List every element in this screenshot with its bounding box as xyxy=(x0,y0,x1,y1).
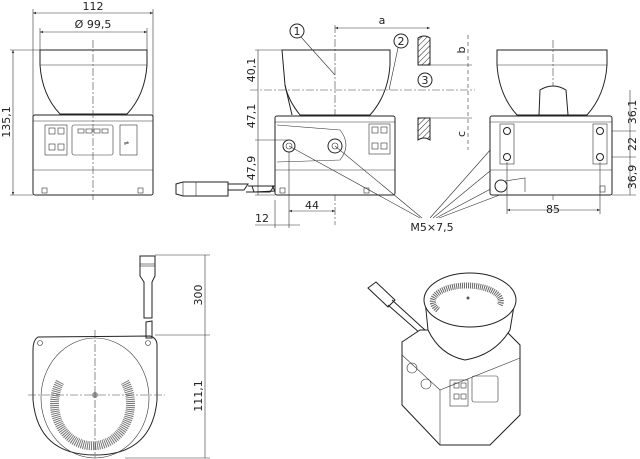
callout-2: 2 xyxy=(388,33,409,91)
dim-upper-label: 40,1 xyxy=(245,58,258,83)
scan-field-marking xyxy=(50,379,135,451)
wall-section-top xyxy=(417,35,431,66)
front-view: 112 Ø 99,5 135,1 ⇌ xyxy=(0,0,276,200)
callout-1: 1 xyxy=(289,23,336,76)
thread-label: M5×7,5 xyxy=(410,221,453,234)
depth-dim-label: 111,1 xyxy=(192,380,205,412)
dim-top-label: 36,1 xyxy=(626,100,639,125)
top-view: 300 111,1 xyxy=(28,254,210,459)
dim-12-label: 12 xyxy=(255,212,269,225)
svg-text:2: 2 xyxy=(398,35,405,48)
dim-mid-label: 22 xyxy=(626,137,639,151)
callout-3: 3 xyxy=(417,72,433,88)
dim-lower-label: 47,9 xyxy=(245,156,258,181)
isometric-view xyxy=(367,272,521,446)
dim-middle-label: 47,1 xyxy=(245,104,258,129)
cable-connector xyxy=(139,255,156,319)
back-view: 85 36,1 22 36,9 xyxy=(489,40,639,216)
dim-bottom-label: 36,9 xyxy=(626,165,639,190)
dim-b-label: b xyxy=(455,46,468,53)
dim-a-label: a xyxy=(379,14,386,27)
svg-text:⇌: ⇌ xyxy=(124,140,129,147)
connector-plug xyxy=(175,181,229,197)
side-view: 40,1 47,1 47,9 44 12 a b c 1 2 xyxy=(245,14,601,234)
svg-text:1: 1 xyxy=(294,25,301,38)
dim-85-label: 85 xyxy=(546,203,560,216)
width-dim-label: 112 xyxy=(83,0,104,13)
svg-text:3: 3 xyxy=(422,74,429,87)
dim-44-label: 44 xyxy=(305,199,319,212)
diameter-dim-label: Ø 99,5 xyxy=(75,18,112,31)
wall-section-bottom xyxy=(417,117,431,141)
dim-c-label: c xyxy=(455,131,468,137)
cable-dim-label: 300 xyxy=(192,285,205,306)
height-dim-label: 135,1 xyxy=(0,106,13,138)
